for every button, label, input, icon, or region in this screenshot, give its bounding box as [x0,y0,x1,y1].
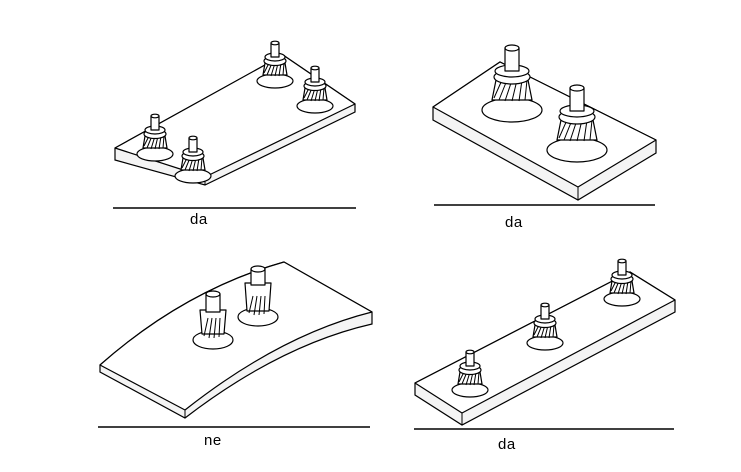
panel-3-cup-right [237,265,279,327]
panel-4-plate [414,258,676,426]
panel-3-label: ne [204,432,222,449]
panel-3-plate [99,261,373,419]
panel-2-label: da [505,214,523,231]
panel-2-plate [432,44,657,201]
panel-4-label: da [498,436,516,453]
panel-1-plate [114,40,356,186]
panel-1-label: da [190,211,208,228]
panel-3-cup-left [192,290,234,350]
